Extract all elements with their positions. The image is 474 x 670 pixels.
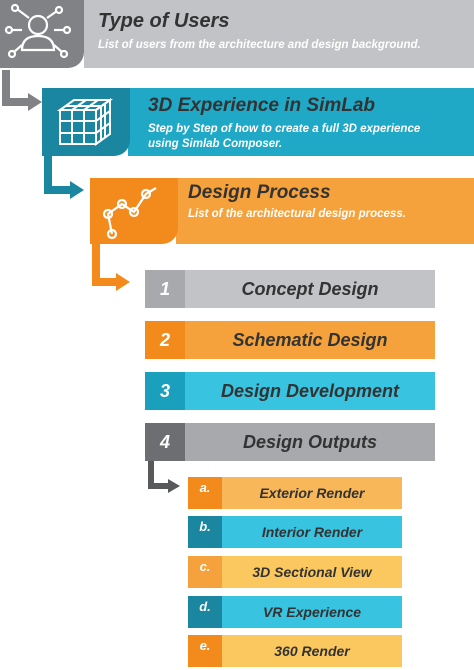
section-simlab-title: 3D Experience in SimLab (148, 95, 376, 116)
output-b-letter: b. (188, 516, 222, 548)
output-e-letter: e. (188, 635, 222, 667)
output-c-label: 3D Sectional View (222, 556, 402, 588)
step-4-label: Design Outputs (185, 423, 435, 461)
section-design-title: Design Process (188, 182, 331, 203)
user-network-icon (4, 3, 72, 59)
output-e-label: 360 Render (222, 635, 402, 667)
section-design-description: List of the architectural design process… (188, 208, 406, 220)
section-design-bar (176, 178, 474, 244)
output-c-letter: c. (188, 556, 222, 588)
section-simlab-bar (128, 88, 474, 156)
step-1-label: Concept Design (185, 270, 435, 308)
section-simlab-description-line2: using Simlab Composer. (148, 138, 283, 150)
grid-cube-icon (56, 98, 114, 146)
step-3-label: Design Development (185, 372, 435, 410)
output-d-letter: d. (188, 596, 222, 628)
section-users-title: Type of Users (98, 10, 230, 32)
output-a-label: Exterior Render (222, 477, 402, 509)
step-2-label: Schematic Design (185, 321, 435, 359)
section-users-description: List of users from the architecture and … (98, 39, 421, 51)
section-simlab-description-line1: Step by Step of how to create a full 3D … (148, 123, 421, 135)
section-users-bar (84, 0, 474, 68)
step-2-number: 2 (145, 321, 185, 359)
output-b-label: Interior Render (222, 516, 402, 548)
output-a-letter: a. (188, 477, 222, 509)
step-3-number: 3 (145, 372, 185, 410)
output-d-label: VR Experience (222, 596, 402, 628)
step-4-number: 4 (145, 423, 185, 461)
process-path-icon (102, 187, 157, 240)
step-1-number: 1 (145, 270, 185, 308)
